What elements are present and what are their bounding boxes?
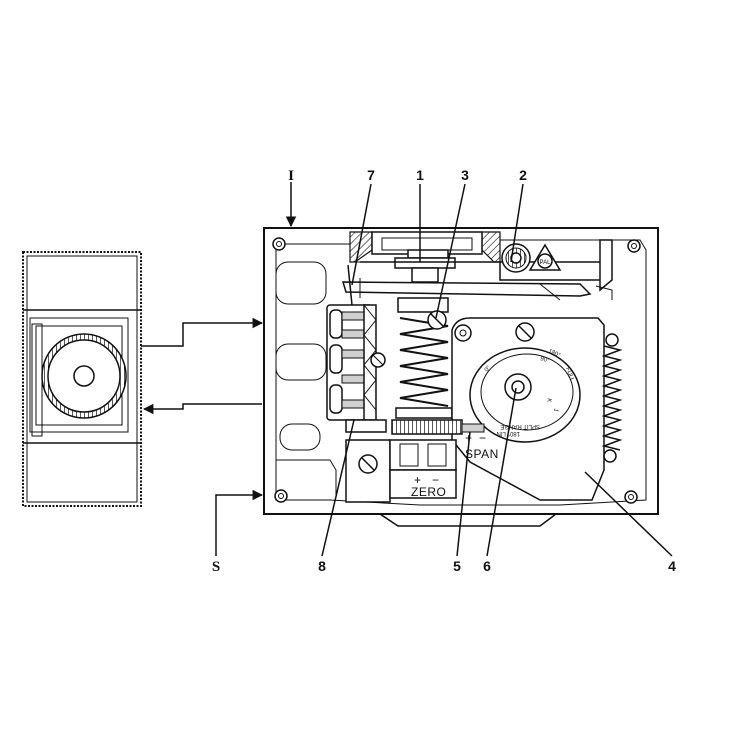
span-plus: + — [465, 431, 472, 445]
zero-plus: + — [414, 473, 421, 487]
callout-S: S — [212, 559, 220, 575]
feedback-arrows — [141, 317, 264, 415]
adjustment-badge — [501, 243, 531, 273]
callout-5: 5 — [453, 558, 461, 574]
dial-label-1: 1 — [552, 407, 559, 413]
zero-adjuster: + − ZERO — [345, 439, 457, 503]
callout-I: I — [288, 168, 294, 184]
callout-7: 7 — [367, 167, 375, 183]
callout-6: 6 — [483, 558, 491, 574]
dial-label-0: 0° — [484, 365, 493, 374]
dial-label-90: 90° — [539, 356, 550, 364]
pal-label: PAL — [540, 260, 552, 266]
callout-1: 1 — [416, 167, 424, 183]
span-minus: − — [479, 431, 486, 445]
zero-label: ZERO — [411, 485, 446, 499]
tension-spring — [601, 333, 623, 463]
range-spring — [370, 297, 453, 419]
callout-labels: I 7 1 3 2 S 8 5 6 4 — [212, 167, 676, 575]
relay-block — [326, 264, 387, 433]
pal-badge: PAL — [528, 243, 562, 271]
callout-3: 3 — [461, 167, 469, 183]
span-label: SPAN — [465, 447, 499, 461]
cam-dial: 90° 180° FULL SPLIT RANGE 180° LIN 0° 1 … — [469, 347, 581, 443]
dial-label-180: 180° — [547, 348, 561, 359]
feedback-gear-shaft — [73, 365, 95, 387]
right-bracket — [595, 239, 613, 300]
span-adjuster: + − SPAN — [391, 419, 499, 461]
dial-label-k: K — [545, 398, 552, 403]
leader-lines — [215, 182, 673, 557]
callout-2: 2 — [519, 167, 527, 183]
zero-minus: − — [432, 473, 439, 487]
dial-label-split: SPLIT RANGE — [500, 423, 540, 429]
actuator-feedback-unit — [22, 251, 142, 507]
nozzle-assembly — [349, 231, 501, 283]
callout-8: 8 — [318, 558, 326, 574]
dial-label-full: FULL — [564, 367, 575, 383]
callout-4: 4 — [668, 558, 676, 574]
